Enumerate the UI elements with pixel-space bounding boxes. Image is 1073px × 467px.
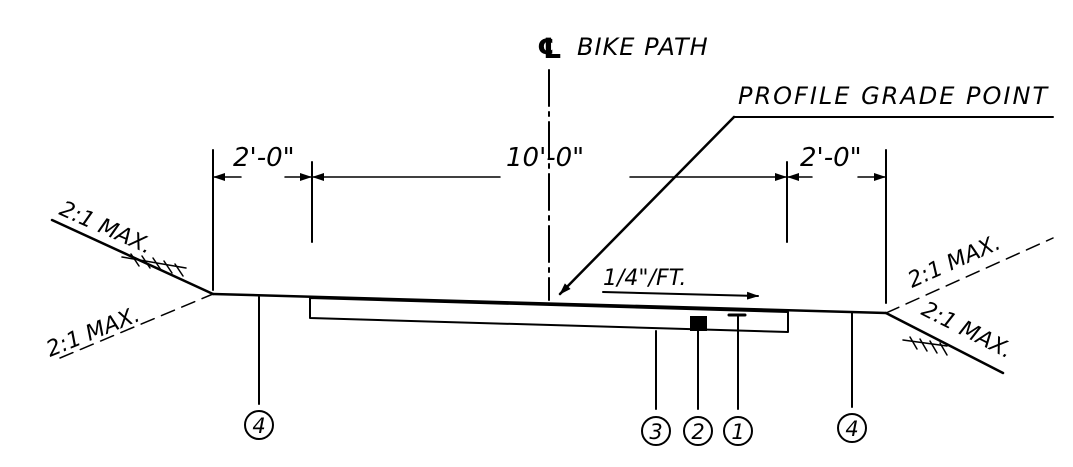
path-surface: [211, 292, 888, 315]
pavement-joint-mark: [690, 316, 707, 331]
marker-4-left: 4: [244, 410, 274, 440]
right-shoulder-dimension: 2'-0": [800, 143, 862, 173]
right-slope-fill: [885, 237, 1054, 314]
right-ground-hatch: [902, 336, 948, 356]
centerline-label: BIKE PATH: [577, 33, 709, 61]
pavement-section: [309, 297, 789, 333]
path-width-dimension: 10'-0": [506, 143, 584, 173]
marker-2: 2: [683, 416, 713, 446]
slope-label-lower-left: 2:1 MAX.: [43, 302, 144, 362]
slope-label-upper-right: 2:1 MAX.: [904, 231, 1004, 294]
cross-slope-arrow: [602, 291, 759, 300]
left-slope-fill: [59, 293, 214, 359]
profile-grade-point-label: PROFILE GRADE POINT: [738, 82, 1049, 110]
marker-4-left-number: 4: [252, 414, 265, 438]
marker-4-right-number: 4: [845, 417, 858, 441]
centerline-symbol: ℄: [537, 32, 562, 65]
marker-4-right: 4: [837, 413, 867, 443]
marker-3: 3: [641, 416, 671, 446]
marker-1: 1: [723, 416, 753, 446]
marker-3-number: 3: [649, 420, 662, 444]
marker-1-number: 1: [731, 420, 744, 444]
left-ground-hatch: [121, 253, 187, 277]
left-shoulder-dimension: 2'-0": [233, 143, 295, 173]
callout-leader-arrow: [558, 115, 736, 296]
cross-slope-label: 1/4"/FT.: [603, 266, 686, 291]
right-slope-cut: [884, 311, 1005, 375]
marker-2-number: 2: [691, 420, 704, 444]
